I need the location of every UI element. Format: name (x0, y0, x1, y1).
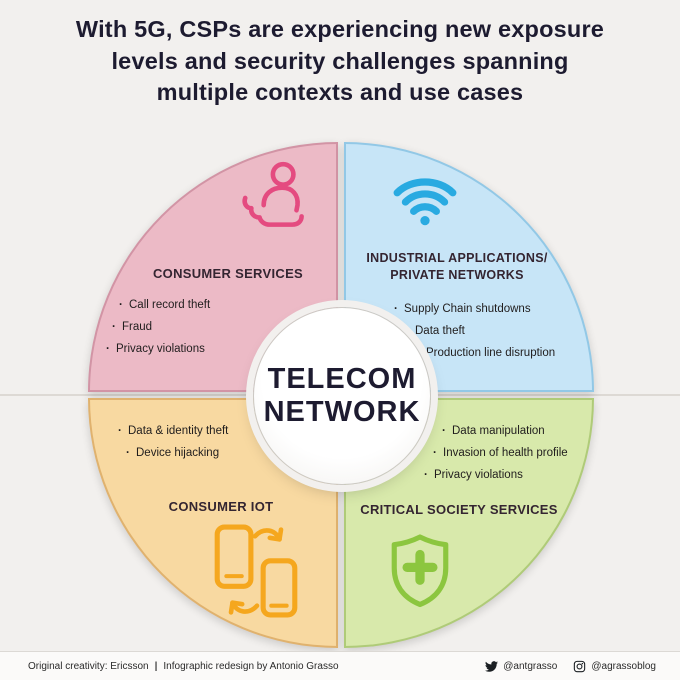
shield-cross-icon (386, 531, 454, 611)
quadrant-heading: CONSUMER SERVICES (152, 266, 304, 281)
smartphones-sync-icon (212, 522, 300, 620)
quadrant-heading-line-1: INDUSTRIAL APPLICATIONS/ (366, 251, 548, 265)
list-item: Supply Chain shutdowns (394, 298, 555, 320)
quadrant-heading-line-2: PRIVATE NETWORKS (390, 267, 524, 282)
instagram-icon (574, 660, 586, 672)
title-line-1: With 5G, CSPs are experiencing new expos… (75, 16, 605, 42)
list-item: Privacy violations (106, 338, 210, 360)
twitter-link: @antgrasso (485, 660, 557, 673)
quadrant-heading: INDUSTRIAL APPLICATIONS/ PRIVATE NETWORK… (350, 250, 564, 283)
footer: Original creativity: Ericsson | Infograp… (0, 651, 680, 680)
list-item: Data theft (405, 320, 555, 342)
list-item: Privacy violations (424, 464, 568, 486)
page-title: With 5G, CSPs are experiencing new expos… (0, 14, 680, 109)
list-item: Invasion of health profile (433, 442, 568, 464)
bullet-list: Data manipulation Invasion of health pro… (424, 420, 568, 486)
bullet-list: Call record theft Fraud Privacy violatio… (106, 294, 210, 360)
telecom-network-hub: TELECOM NETWORK (253, 307, 431, 485)
bullet-list: Data & identity theft Device hijacking (118, 420, 228, 464)
hub-label-line-1: TELECOM (267, 363, 417, 395)
quadrant-heading: CONSUMER IOT (168, 499, 274, 514)
twitter-icon (485, 660, 499, 672)
instagram-link: @agrassoblog (573, 660, 656, 673)
credit-original: Original creativity: Ericsson (28, 660, 149, 672)
list-item: Data & identity theft (118, 420, 228, 442)
hub-label-line-2: NETWORK (263, 396, 421, 428)
wifi-icon (392, 172, 458, 228)
bullet-list: Supply Chain shutdowns Data theft Produc… (394, 298, 555, 364)
twitter-handle: @antgrasso (503, 660, 558, 672)
list-item: Production line disruption (416, 342, 555, 364)
credit-redesign: Infographic redesign by Antonio Grasso (163, 660, 339, 672)
list-item: Data manipulation (442, 420, 568, 442)
title-line-2: levels and security challenges spanning (111, 47, 569, 74)
credit-separator: | (154, 660, 158, 672)
credits: Original creativity: Ericsson | Infograp… (28, 661, 339, 672)
title-line-3: multiple contexts and use cases (156, 79, 524, 105)
list-item: Fraud (112, 316, 210, 338)
list-item: Call record theft (119, 294, 210, 316)
quadrant-heading: CRITICAL SOCIETY SERVICES (360, 502, 558, 517)
person-care-icon (236, 158, 318, 240)
social-links: @antgrasso @agrassoblog (485, 660, 656, 673)
list-item: Device hijacking (126, 442, 228, 464)
instagram-handle: @agrassoblog (591, 660, 656, 672)
